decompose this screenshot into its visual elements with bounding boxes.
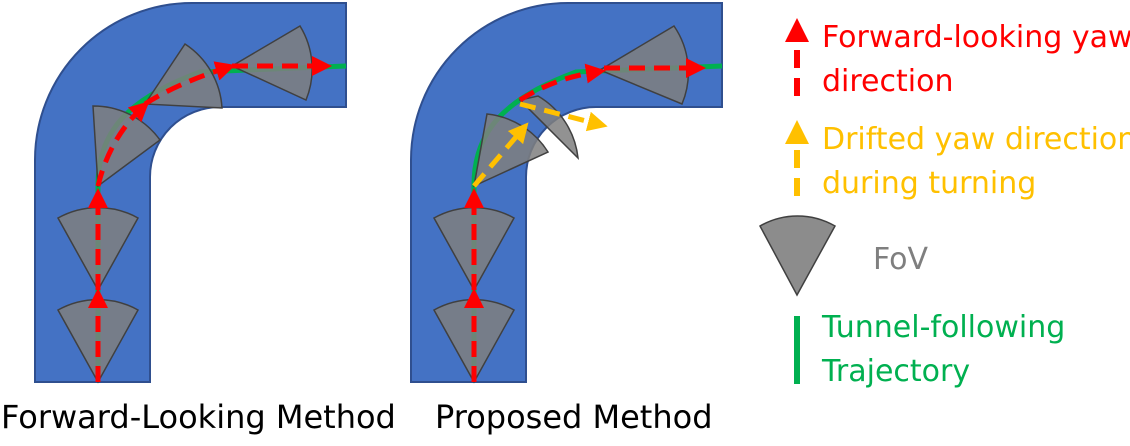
legend-fov-sector	[758, 215, 837, 297]
legend-forward-yaw-label: Forward-looking yaw direction	[822, 16, 1130, 104]
drifted-yaw-arrow	[519, 101, 608, 132]
legend-fov-label: FoV	[873, 242, 929, 277]
legend-trajectory-label: Tunnel-following Trajectory	[822, 306, 1065, 394]
legend-trajectory-line2: Trajectory	[822, 354, 971, 389]
forward-yaw-arrow	[143, 61, 236, 107]
left-panel	[34, 1, 347, 384]
caption-proposed-method: Proposed Method	[435, 398, 713, 436]
forward-yaw-arrow	[518, 63, 606, 103]
fov-sector	[518, 95, 579, 161]
fov-sector	[230, 24, 313, 102]
legend-trajectory-line1: Tunnel-following	[822, 310, 1066, 345]
legend-drifted-yaw-label: Drifted yaw direction during turning	[822, 118, 1130, 206]
legend-drifted-yaw-line2: during turning	[822, 166, 1037, 201]
fov-sector	[143, 42, 223, 109]
forward-yaw-arrow	[95, 101, 150, 187]
legend-symbols	[758, 17, 837, 384]
legend-drifted-yaw-line1: Drifted yaw direction	[822, 122, 1130, 157]
drifted-yaw-arrow	[472, 122, 529, 188]
left-tunnel	[34, 1, 347, 383]
right-panel	[410, 1, 723, 384]
legend-forward-yaw-line1: Forward-looking yaw	[822, 20, 1130, 55]
legend-forward-yaw-line2: direction	[822, 64, 954, 99]
caption-forward-looking-method: Forward-Looking Method	[1, 398, 396, 436]
